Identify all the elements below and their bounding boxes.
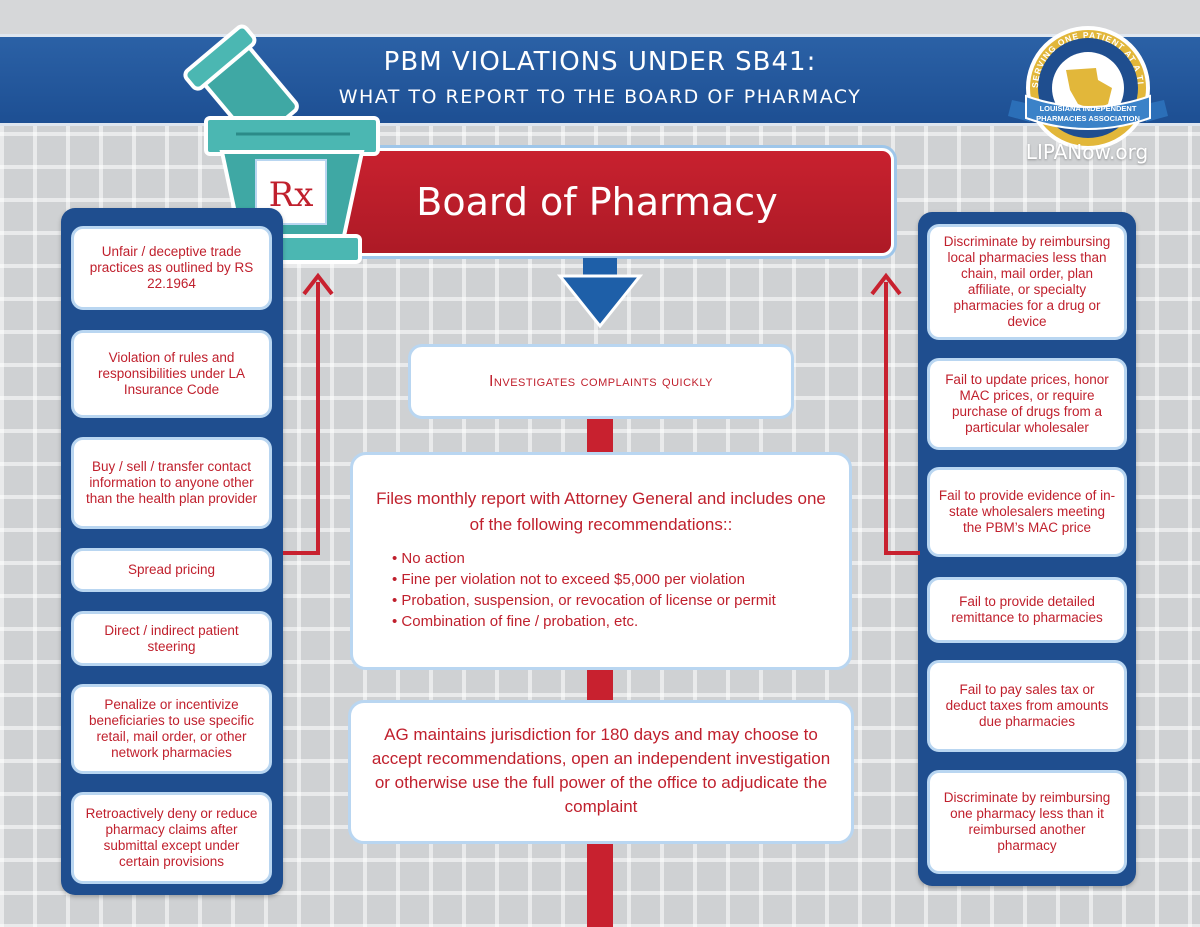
right-item-2: Fail to update prices, honor MAC prices,… — [927, 358, 1127, 450]
list-item: No action — [392, 548, 832, 569]
page-title: PBM VIOLATIONS UNDER SB41: — [383, 47, 817, 77]
down-arrow-icon — [556, 258, 644, 329]
ag-text: AG maintains jurisdiction for 180 days a… — [371, 725, 831, 816]
right-item-5: Fail to pay sales tax or deduct taxes fr… — [927, 660, 1127, 752]
page-subtitle: WHAT TO REPORT TO THE BOARD OF PHARMACY — [338, 86, 862, 108]
left-item-2: Violation of rules and responsibilities … — [71, 330, 272, 418]
left-item-1: Unfair / deceptive trade practices as ou… — [71, 226, 272, 310]
list-item: Probation, suspension, or revocation of … — [392, 590, 832, 611]
right-item-3: Fail to provide evidence of in-state who… — [927, 467, 1127, 557]
left-item-7: Retroactively deny or reduce pharmacy cl… — [71, 792, 272, 884]
left-item-4: Spread pricing — [71, 548, 272, 592]
website-link[interactable]: LIPANow.org — [1025, 140, 1149, 164]
left-item-5: Direct / indirect patient steering — [71, 611, 272, 666]
list-item: Combination of fine / probation, etc. — [392, 611, 832, 632]
investigates-box: Investigates complaints quickly — [408, 344, 794, 419]
left-up-arrow-icon — [283, 282, 320, 555]
ag-box — [348, 700, 854, 844]
connector-bar — [587, 843, 613, 927]
left-arrowhead-icon — [302, 272, 334, 296]
recommendations-list: No action Fine per violation not to exce… — [392, 548, 832, 632]
board-title: Board of Pharmacy — [416, 180, 778, 224]
connector-bar — [587, 669, 613, 702]
right-item-6: Discriminate by reimbursing one pharmacy… — [927, 770, 1127, 874]
left-item-6: Penalize or incentivize beneficiaries to… — [71, 684, 272, 774]
right-item-4: Fail to provide detailed remittance to p… — [927, 577, 1127, 643]
right-arrowhead-icon — [870, 272, 902, 296]
report-title: Files monthly report with Attorney Gener… — [376, 489, 826, 534]
top-strip — [0, 0, 1200, 34]
list-item: Fine per violation not to exceed $5,000 … — [392, 569, 832, 590]
left-item-3: Buy / sell / transfer contact informatio… — [71, 437, 272, 529]
right-item-1: Discriminate by reimbursing local pharma… — [927, 224, 1127, 340]
right-up-arrow-icon — [884, 282, 920, 555]
board-banner — [300, 148, 894, 256]
connector-bar — [587, 418, 613, 454]
